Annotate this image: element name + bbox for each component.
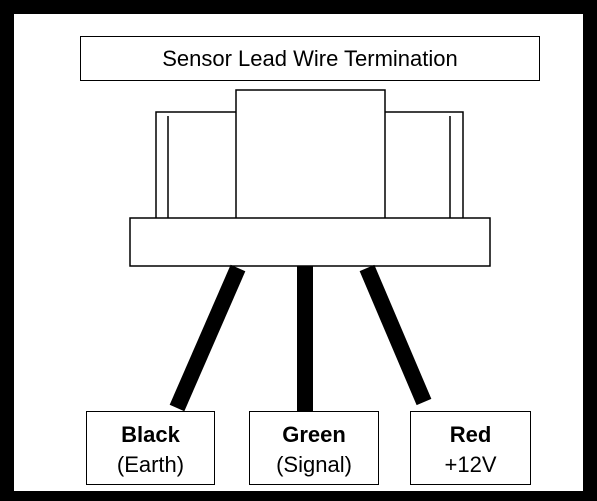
connector-top-block <box>235 89 386 218</box>
connector-base <box>129 217 491 267</box>
terminal-label-green: Green (Signal) <box>249 411 379 485</box>
wire-black <box>169 264 246 412</box>
diagram-title: Sensor Lead Wire Termination <box>80 36 540 81</box>
wire-red <box>359 264 432 406</box>
terminal-name: Green <box>282 422 346 447</box>
terminal-name: Black <box>121 422 180 447</box>
terminal-name: Red <box>449 422 492 447</box>
terminal-function: (Earth) <box>116 452 185 477</box>
terminal-label-red: Red +12V <box>410 411 531 485</box>
connector-left-tab <box>155 111 236 218</box>
lead-wires <box>169 264 432 412</box>
diagram-title-text: Sensor Lead Wire Termination <box>162 45 458 71</box>
terminal-label-black: Black (Earth) <box>86 411 215 485</box>
terminal-function: +12V <box>444 452 497 477</box>
connector-right-tab <box>385 111 464 218</box>
connector-body <box>129 89 491 267</box>
terminal-function: (Signal) <box>276 452 352 477</box>
